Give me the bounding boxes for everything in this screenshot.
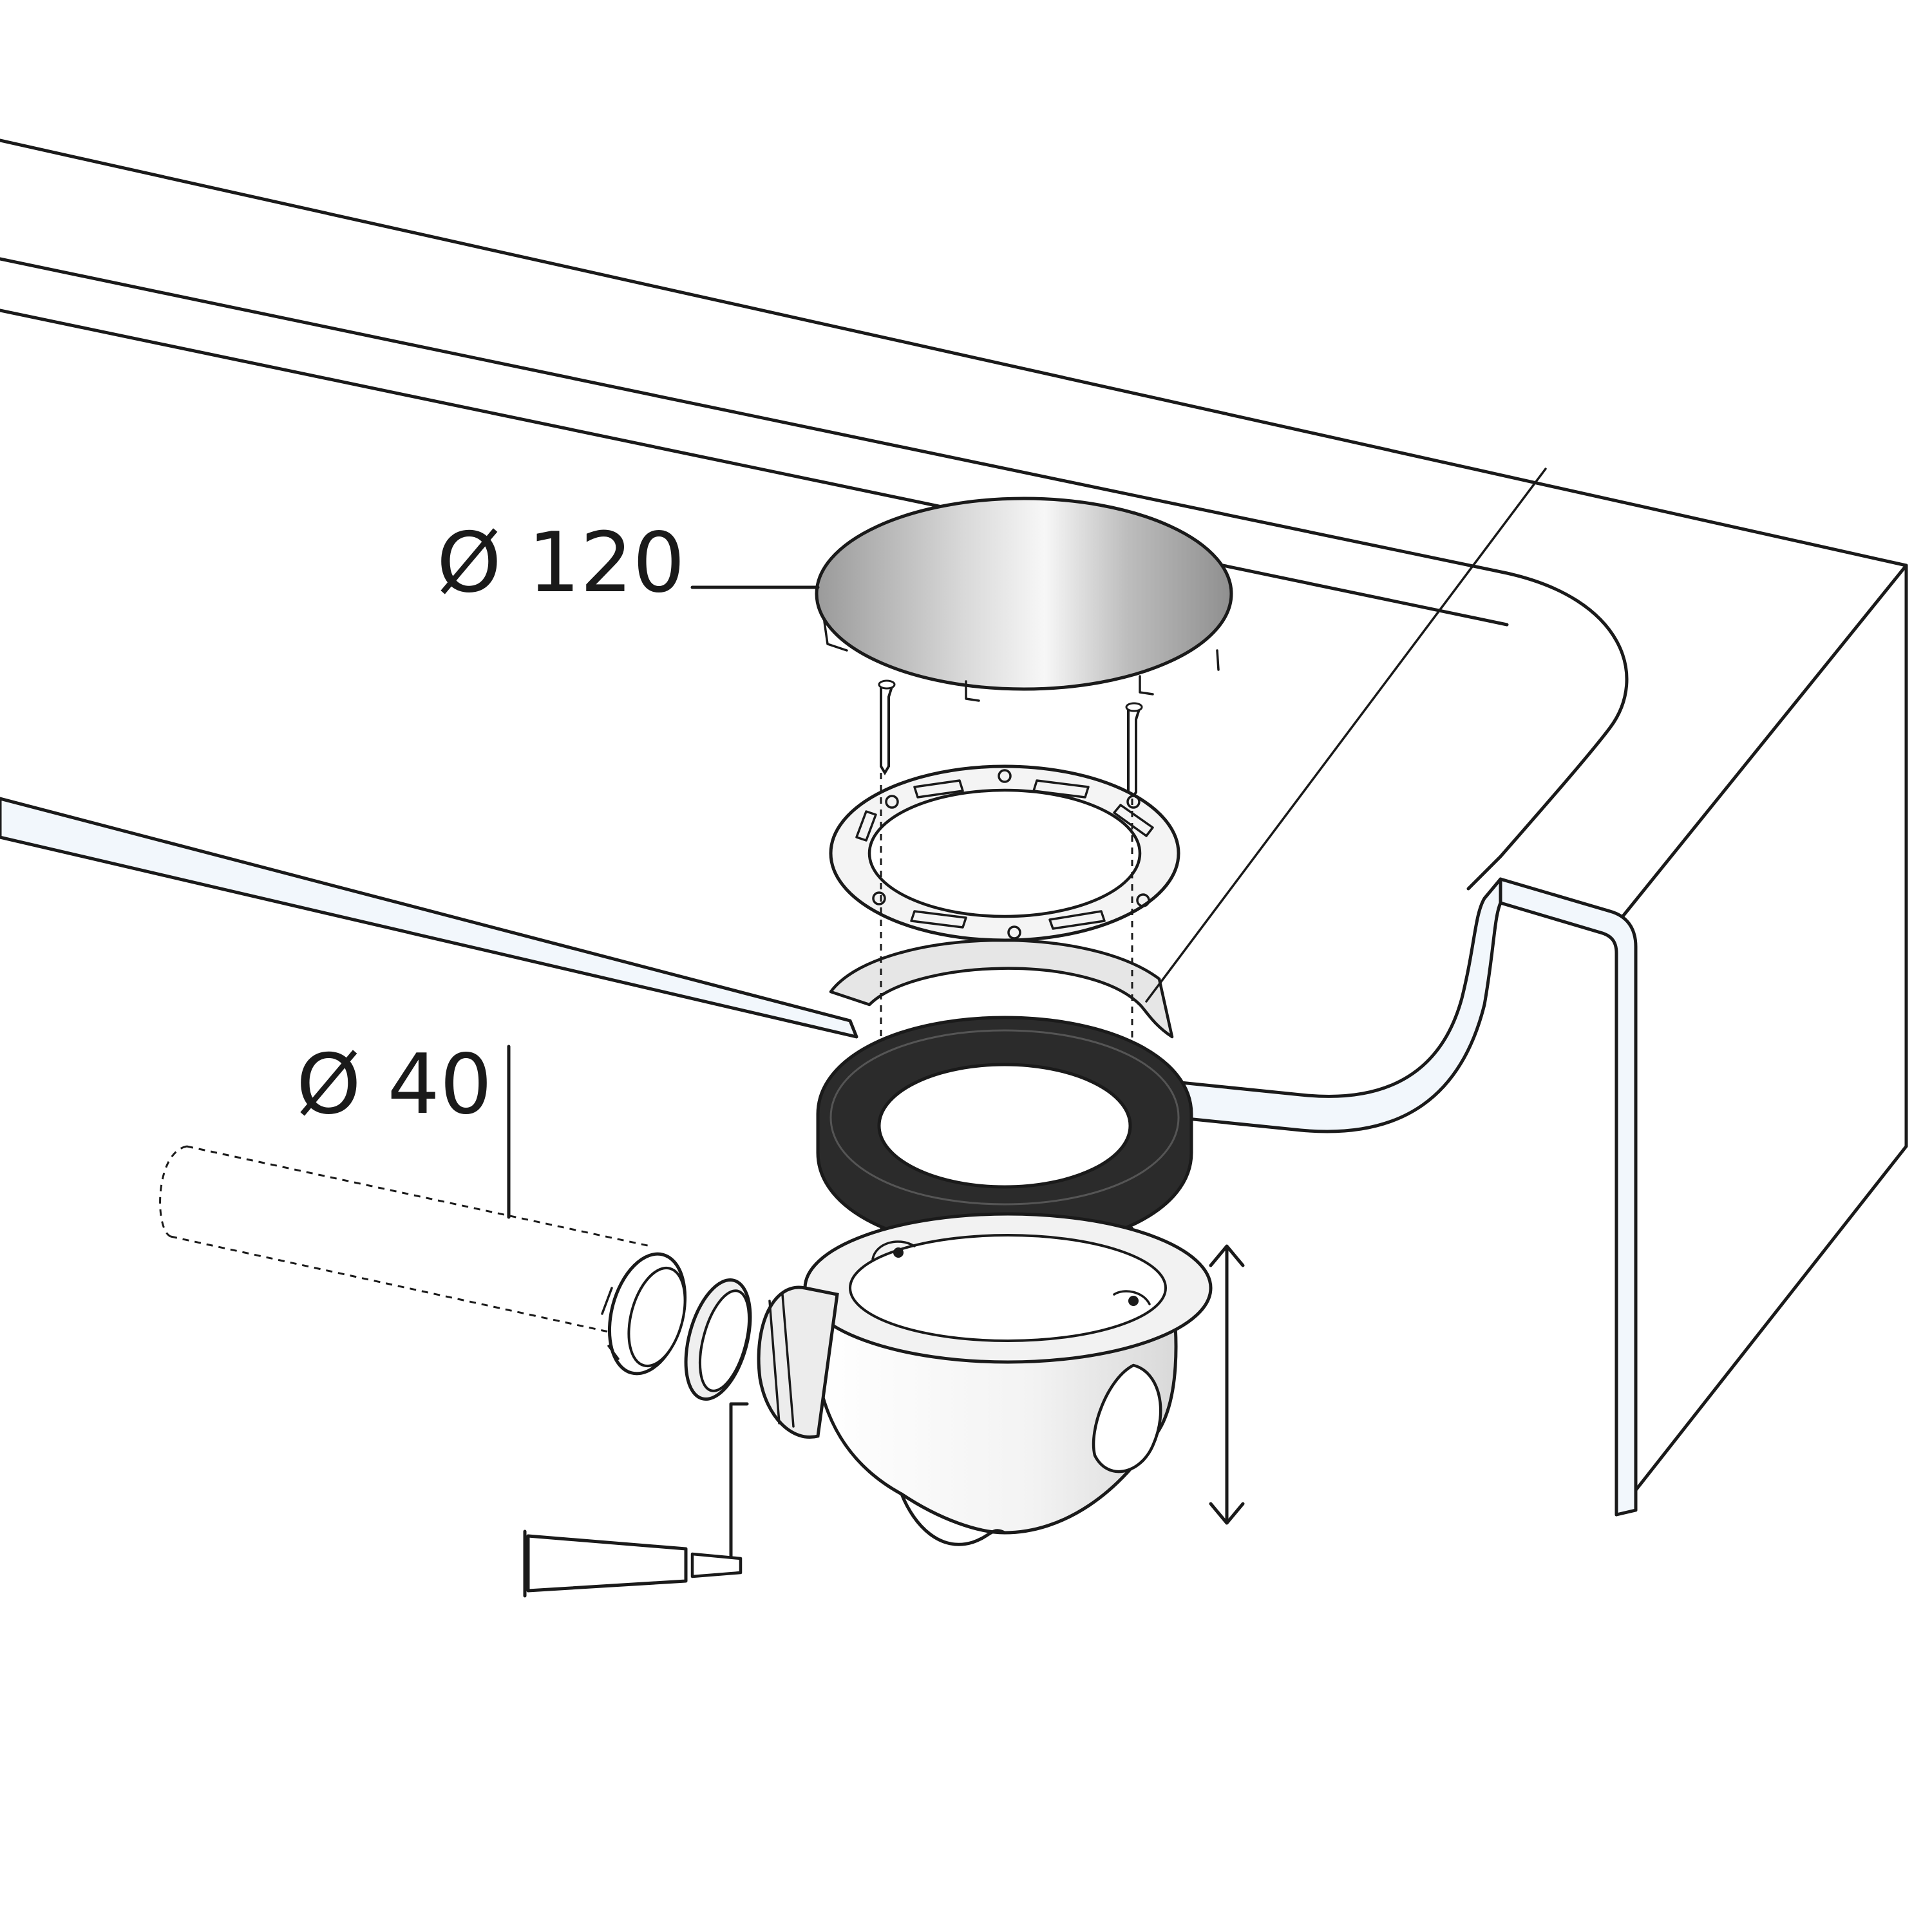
sealant-tube [523, 1402, 749, 1598]
compression-nut [601, 1252, 687, 1376]
drain-cover [815, 497, 1233, 702]
mounting-ring [829, 764, 1180, 942]
pipe-diameter-label: Ø 40 [296, 1037, 492, 1133]
screws [878, 679, 1143, 801]
rubber-gasket [816, 1016, 1193, 1251]
height-adjust-arrow [1209, 1244, 1245, 1525]
trap-body [757, 1212, 1213, 1546]
waste-pipe-outline [159, 1145, 651, 1341]
cover-diameter-label: Ø 120 [437, 515, 685, 611]
sealing-washer [684, 1278, 752, 1401]
shower-tray [0, 138, 1908, 1517]
